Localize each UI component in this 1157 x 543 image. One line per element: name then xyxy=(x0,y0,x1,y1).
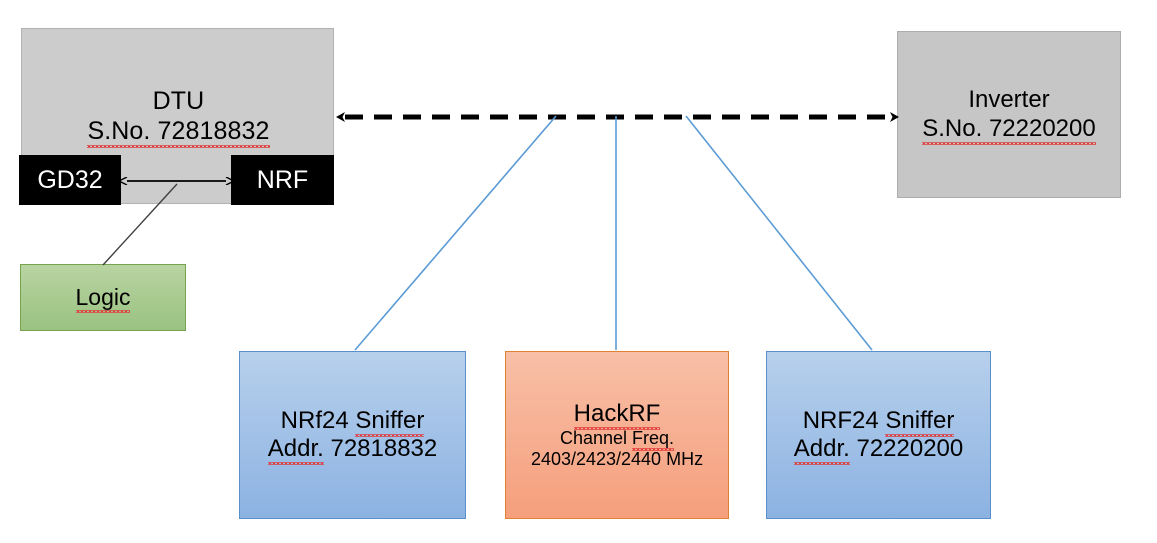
connector-tap-sniffer-right xyxy=(685,115,873,351)
dtu-text-group: DTU S.No. 72818832 xyxy=(22,87,335,148)
sniffer-left-label-word: Sniffer xyxy=(355,406,425,438)
gd32-label: GD32 xyxy=(37,165,103,194)
node-hackrf[interactable]: HackRF Channel Freq. 2403/2423/2440 MHz xyxy=(505,351,729,519)
dtu-serial-text: S.No. 72818832 xyxy=(87,116,270,148)
sniffer-left-addr-word: Addr. xyxy=(267,435,324,466)
hackrf-subtitle: Channel Freq. xyxy=(559,427,675,452)
sniffer-right-label: NRF24 Sniffer xyxy=(802,406,955,438)
sniffer-right-addr-word: Addr. xyxy=(793,435,850,466)
hackrf-label: HackRF xyxy=(573,399,661,431)
hackrf-subtitle-word: Freq. xyxy=(632,427,675,452)
sniffer-left-label: NRf24 Sniffer xyxy=(280,406,425,438)
sniffer-left-addr: Addr. 72818832 xyxy=(267,435,438,466)
node-nrf[interactable]: NRF xyxy=(231,155,334,205)
inverter-serial: S.No. 72220200 xyxy=(922,114,1097,146)
connector-tap-sniffer-left xyxy=(354,115,557,351)
logic-label: Logic xyxy=(75,283,131,314)
dtu-serial: S.No. 72818832 xyxy=(22,116,335,148)
sniffer-right-label-word: Sniffer xyxy=(885,406,955,438)
sniffer-right-addr: Addr. 72220200 xyxy=(793,435,964,466)
node-logic[interactable]: Logic xyxy=(20,264,186,331)
hackrf-frequencies: 2403/2423/2440 MHz xyxy=(530,449,704,470)
node-inverter[interactable]: Inverter S.No. 72220200 xyxy=(897,31,1121,198)
nrf-label: NRF xyxy=(256,165,309,194)
node-gd32[interactable]: GD32 xyxy=(19,155,121,205)
dtu-label: DTU xyxy=(152,87,205,115)
inverter-serial-text: S.No. 72220200 xyxy=(922,114,1097,146)
node-sniffer-right[interactable]: NRF24 Sniffer Addr. 72220200 xyxy=(766,351,991,519)
inverter-label: Inverter xyxy=(968,86,1050,114)
hackrf-label-text: HackRF xyxy=(573,399,661,431)
node-sniffer-left[interactable]: NRf24 Sniffer Addr. 72818832 xyxy=(239,351,466,519)
